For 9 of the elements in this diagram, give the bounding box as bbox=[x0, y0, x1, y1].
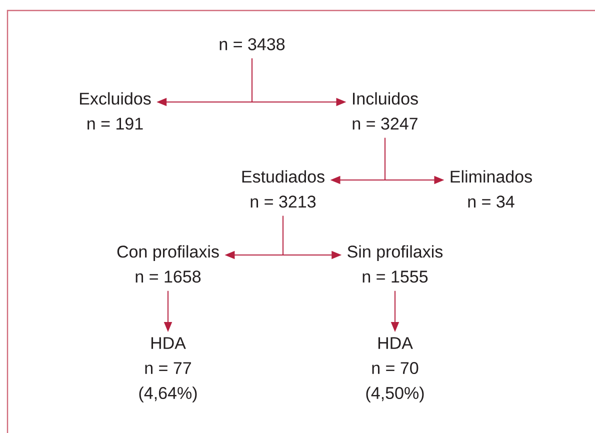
node-label: Eliminados n = 34 bbox=[450, 170, 532, 208]
node-label: HDA n = 77 (4,64%) bbox=[139, 337, 197, 402]
node-label: n = 3438 bbox=[220, 38, 285, 50]
node-label: Con profilaxis n = 1658 bbox=[117, 245, 219, 283]
node-label: Incluidos n = 3247 bbox=[352, 92, 418, 130]
node-label: Sin profilaxis n = 1555 bbox=[348, 245, 443, 283]
node-label: Excluidos n = 191 bbox=[80, 92, 151, 130]
node-label: Estudiados n = 3213 bbox=[242, 170, 324, 208]
node-label: HDA n = 70 (4,50%) bbox=[366, 337, 424, 402]
